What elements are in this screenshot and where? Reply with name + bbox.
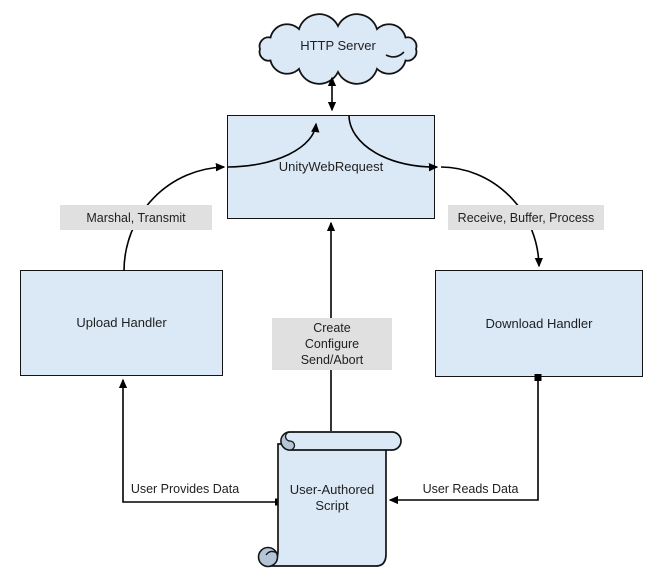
http-server-label: HTTP Server <box>300 38 376 53</box>
upload-handler-node <box>20 270 223 376</box>
download-handler-label: Download Handler <box>485 315 593 331</box>
upload-handler-label: Upload Handler <box>76 315 167 330</box>
marshal-transmit-label: Marshal, Transmit <box>60 205 212 230</box>
create-configure-send-label: Create Configure Send/Abort <box>272 318 392 370</box>
user-provides-data-label: User Provides Data <box>130 481 240 496</box>
user-script-label: User-Authored Script <box>289 482 375 513</box>
script-scroll-bottom-curl-detail <box>265 550 278 556</box>
user-reads-data-label: User Reads Data <box>422 481 519 496</box>
script-scroll-top-spiral <box>280 431 296 451</box>
unity-web-request-label: UnityWebRequest <box>278 159 384 174</box>
script-scroll-top-roll <box>280 431 402 451</box>
script-scroll-bottom-curl <box>257 546 279 568</box>
receive-buffer-process-label: Receive, Buffer, Process <box>448 205 604 230</box>
user-provides-origin-square <box>275 498 282 506</box>
